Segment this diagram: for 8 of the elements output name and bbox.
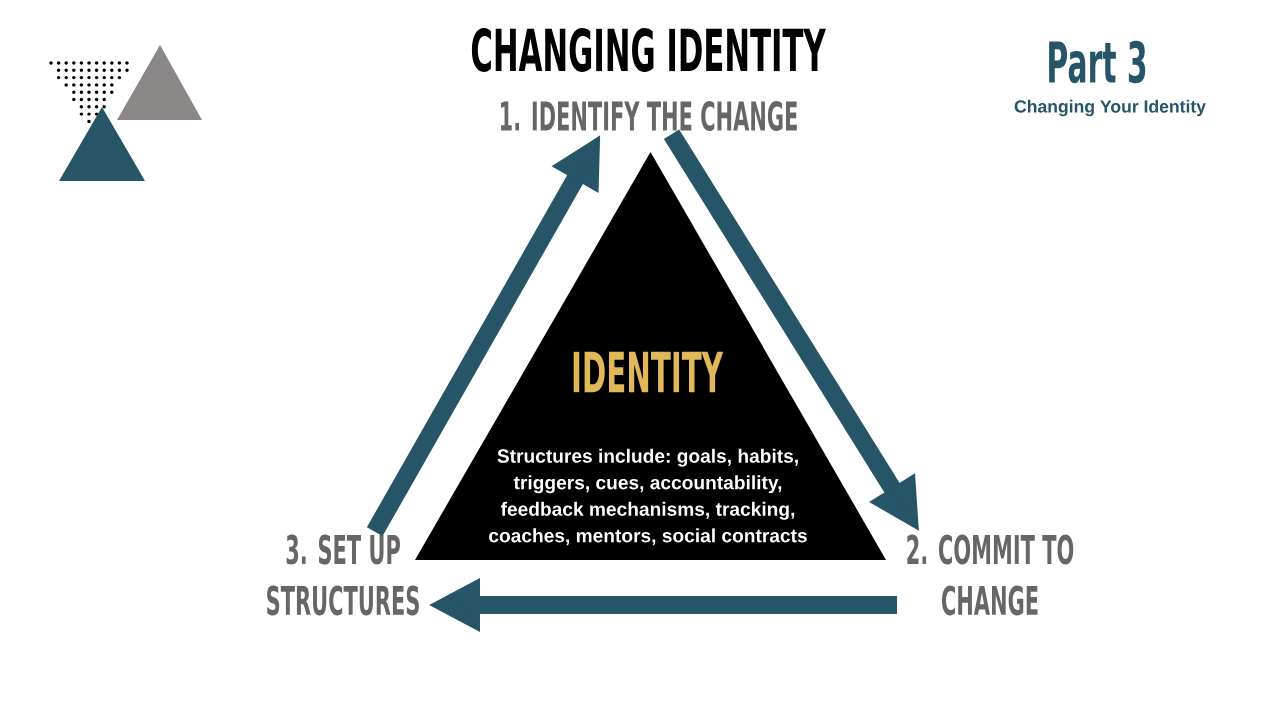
paragraph: Structures include: goals, habits, triggers, cues, accountability, feedback mechanisms, tracking, coaches, mentors, social contracts [489, 448, 807, 546]
heading: IDENTITY [573, 351, 724, 393]
title: CHANGING IDENTITY [471, 28, 826, 72]
heading: Part 3 [1049, 40, 1146, 84]
step-label: 3. SET UP STRUCTURES [267, 534, 419, 616]
step-label: 1. IDENTIFY THE CHANGE [501, 101, 797, 131]
subheading: Changing Your Identity [1014, 99, 1206, 117]
step-label: 2. COMMIT TO CHANGE [907, 534, 1074, 616]
